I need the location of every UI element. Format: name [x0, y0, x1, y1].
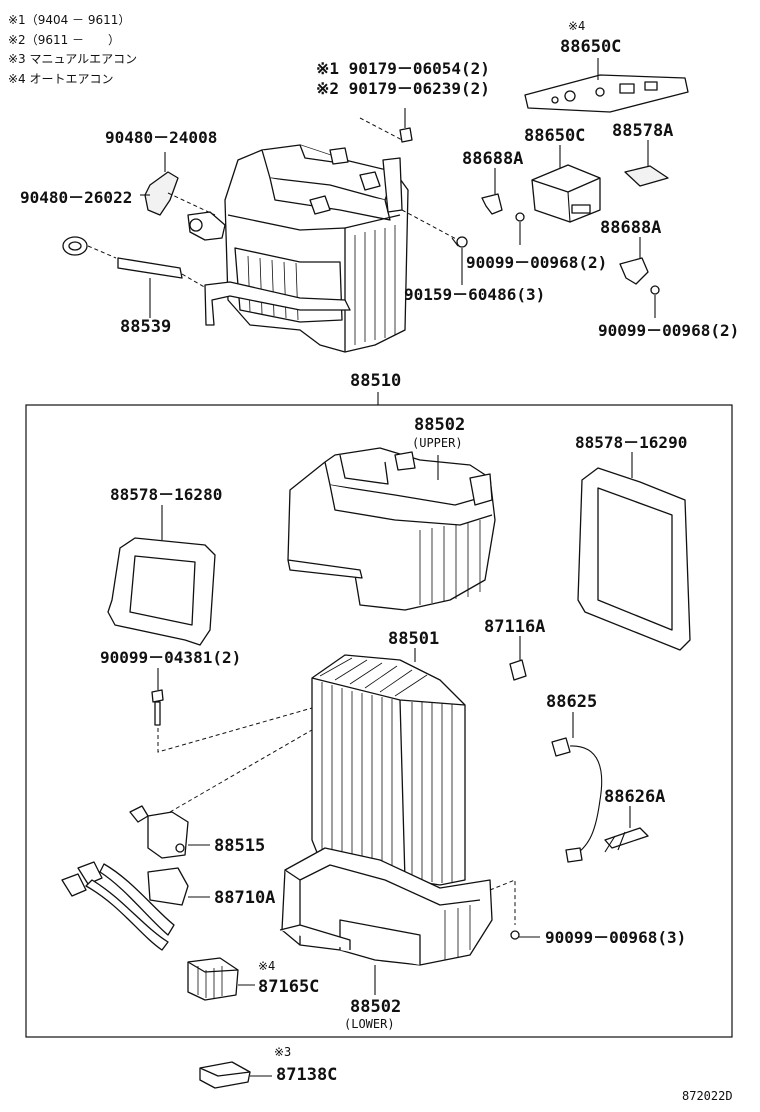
- label-87165c: 87165C: [258, 977, 319, 997]
- note-4: ※4 オートエアコン: [8, 72, 114, 86]
- clip-87116a-drawing: [509, 636, 527, 681]
- screw-90159-drawing: [451, 236, 468, 285]
- label-88710a: 88710A: [214, 888, 275, 908]
- note-3: ※3 マニュアルエアコン: [8, 52, 137, 66]
- label-88501: 88501: [388, 629, 439, 649]
- actuator-87165c-drawing: [187, 957, 255, 1001]
- label-88578a: 88578A: [612, 121, 673, 141]
- expansion-valve-88515-drawing: [129, 729, 313, 859]
- drain-hose-88539-drawing: [117, 257, 183, 279]
- clamp-88626a-drawing: [604, 806, 649, 853]
- assembly-88510-frame: [25, 404, 733, 1038]
- label-90179-06239: ※2 90179－06239(2): [316, 79, 490, 98]
- label-88650c-top: 88650C: [560, 37, 621, 57]
- diagram-code: 872022D: [682, 1089, 733, 1103]
- label-90480-26022: 90480－26022: [20, 188, 132, 207]
- label-88626a: 88626A: [604, 787, 665, 807]
- label-90099-00968-a: 90099－00968(2): [466, 253, 607, 272]
- evaporator-88501-drawing: [311, 648, 466, 886]
- label-88539: 88539: [120, 317, 171, 337]
- upper-case-88502-drawing: [287, 447, 496, 611]
- label-88650c: 88650C: [524, 126, 585, 146]
- filter-88578a-drawing: [624, 140, 669, 187]
- label-88502-upper: 88502: [414, 415, 465, 435]
- screw-90099-00968-c-drawing: [510, 930, 540, 940]
- label-87116a: 87116A: [484, 617, 545, 637]
- note-1: ※1（9404 － 9611）: [8, 13, 130, 27]
- actuator-87138c-drawing: [199, 1061, 272, 1089]
- label-88688a-1: 88688A: [462, 149, 523, 169]
- seal-88578-16290-drawing: [577, 452, 691, 651]
- label-88578-16280: 88578－16280: [110, 485, 222, 504]
- bracket-88688a-2-drawing: [619, 237, 660, 318]
- label-87138c: 87138C: [276, 1065, 337, 1085]
- label-88502-lower: 88502: [350, 997, 401, 1017]
- amplifier-88650c-drawing: [531, 145, 601, 223]
- label-90099-04381: 90099－04381(2): [100, 648, 241, 667]
- label-88688a-2: 88688A: [600, 218, 661, 238]
- cooling-unit-assembly-drawing: [187, 144, 409, 353]
- screw-90179-drawing: [399, 127, 413, 143]
- bracket-88688a-1-drawing: [481, 168, 525, 245]
- label-88502-upper-sub: (UPPER): [412, 436, 463, 450]
- tube-88710a-drawing: [61, 861, 210, 951]
- label-87165c-note: ※4: [258, 959, 275, 973]
- label-90159-60486: 90159－60486(3): [404, 285, 545, 304]
- label-88625: 88625: [546, 692, 597, 712]
- label-90099-00968-c: 90099－00968(3): [545, 928, 686, 947]
- seal-88578-16280-drawing: [107, 505, 216, 646]
- notes-legend: ※1（9404 － 9611） ※2（9611 － ） ※3 マニュアルエアコン…: [8, 13, 137, 86]
- label-88578-16290: 88578－16290: [575, 433, 687, 452]
- label-90480-24008: 90480－24008: [105, 128, 217, 147]
- label-87138c-note: ※3: [274, 1045, 291, 1059]
- label-88650c-top-note: ※4: [568, 19, 585, 33]
- grommet-90480-24008-drawing: [144, 171, 179, 216]
- label-88515: 88515: [214, 836, 265, 856]
- label-90179-06054: ※1 90179－06054(2): [316, 59, 490, 78]
- thermistor-88625-drawing: [551, 712, 603, 863]
- grommet-90480-26022-drawing: [62, 236, 88, 256]
- gasket-88650c-top-drawing: [524, 58, 689, 113]
- note-2: ※2（9611 － ）: [8, 33, 120, 47]
- label-88502-lower-sub: (LOWER): [344, 1017, 395, 1031]
- lower-case-88502-drawing: [279, 847, 516, 995]
- bolt-90099-04381-drawing: [151, 668, 313, 753]
- label-88510: 88510: [350, 371, 401, 391]
- label-90099-00968-b: 90099－00968(2): [598, 321, 739, 340]
